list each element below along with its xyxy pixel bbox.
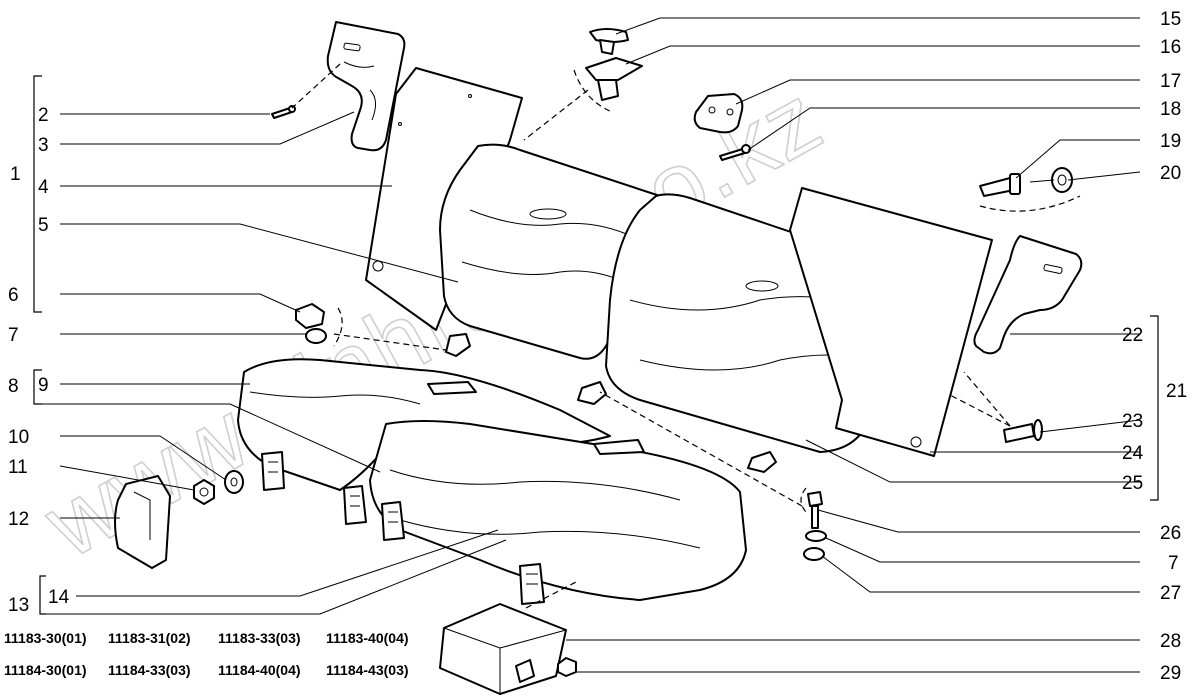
part-hinge-cover-right: [973, 235, 1083, 355]
part-latch-bracket: [693, 93, 744, 134]
model-code-r1-c1: 11183-30(01): [4, 630, 87, 646]
leader-lines: [38, 17, 1141, 673]
callout-17: 17: [1160, 71, 1181, 92]
part-backrest-panel-right: [789, 187, 993, 457]
part-nut-29: [557, 657, 577, 677]
part-bolt-26: [807, 491, 823, 529]
group-brackets: [33, 75, 1159, 615]
callout-16: 16: [1160, 37, 1181, 58]
part-washer-10: [224, 470, 244, 494]
part-clip-b: [343, 485, 367, 525]
callout-29: 29: [1160, 663, 1181, 684]
callout-3: 3: [38, 135, 49, 156]
part-clip-c: [381, 501, 405, 541]
callout-24: 24: [1122, 443, 1144, 464]
callout-7b: 7: [1168, 553, 1179, 574]
callout-6: 6: [8, 285, 19, 306]
callout-22: 22: [1122, 325, 1143, 346]
model-code-r2-c1: 11184-30(01): [4, 662, 87, 678]
callout-numbers: 1 2 3 4 5 6 7 8 9 10 11 12 13 14 15 16 1…: [8, 9, 1187, 684]
part-pin-23: [1003, 419, 1043, 443]
callout-26: 26: [1160, 523, 1181, 544]
callout-13: 13: [8, 595, 29, 616]
callout-9: 9: [38, 375, 49, 396]
model-code-r1-c3: 11183-33(03): [218, 630, 301, 646]
callout-21: 21: [1166, 381, 1187, 402]
part-head-guide: [585, 57, 643, 101]
callout-27: 27: [1160, 583, 1181, 604]
part-bushing-20: [1029, 167, 1073, 193]
part-screw-small: [271, 105, 296, 119]
part-nut-6: [295, 303, 325, 329]
callout-23: 23: [1122, 411, 1143, 432]
callout-5: 5: [38, 215, 49, 236]
part-washer-7: [305, 328, 327, 344]
callout-19: 19: [1160, 131, 1181, 152]
part-clip-a: [261, 451, 285, 491]
model-code-r2-c2: 11184-33(03): [108, 662, 191, 678]
callout-11: 11: [8, 457, 28, 478]
part-washer-7b: [805, 530, 827, 542]
part-seat-cushion-right: [369, 420, 747, 601]
callout-20: 20: [1160, 163, 1181, 184]
callout-1: 1: [10, 164, 21, 185]
callout-14: 14: [48, 587, 70, 608]
model-code-r1-c2: 11183-31(02): [108, 630, 191, 646]
part-box-28: [439, 603, 567, 695]
part-hinge-cover-left: [326, 21, 406, 152]
part-nut-11: [193, 479, 215, 505]
part-clip-d: [519, 563, 545, 605]
callout-8: 8: [8, 376, 19, 397]
callout-4: 4: [38, 177, 49, 198]
model-code-r2-c4: 11184-43(03): [326, 662, 409, 678]
model-code-r2-c3: 11184-40(04): [218, 662, 301, 678]
callout-7: 7: [8, 325, 19, 346]
model-codes: 11183-30(01) 11183-31(02) 11183-33(03) 1…: [4, 630, 409, 678]
part-side-trim: [114, 475, 171, 569]
assembly-arrows: [291, 63, 1081, 609]
callout-15: 15: [1160, 9, 1181, 30]
callout-12: 12: [8, 509, 29, 530]
callout-25: 25: [1122, 473, 1143, 494]
part-pin-19: [979, 173, 1021, 197]
callout-2: 2: [38, 105, 49, 126]
callout-18: 18: [1160, 99, 1181, 120]
callout-28: 28: [1160, 631, 1181, 652]
callout-10: 10: [8, 427, 29, 448]
model-code-r1-c4: 11183-40(04): [326, 630, 409, 646]
part-head-plug: [589, 28, 629, 55]
part-washer-27: [803, 547, 825, 561]
